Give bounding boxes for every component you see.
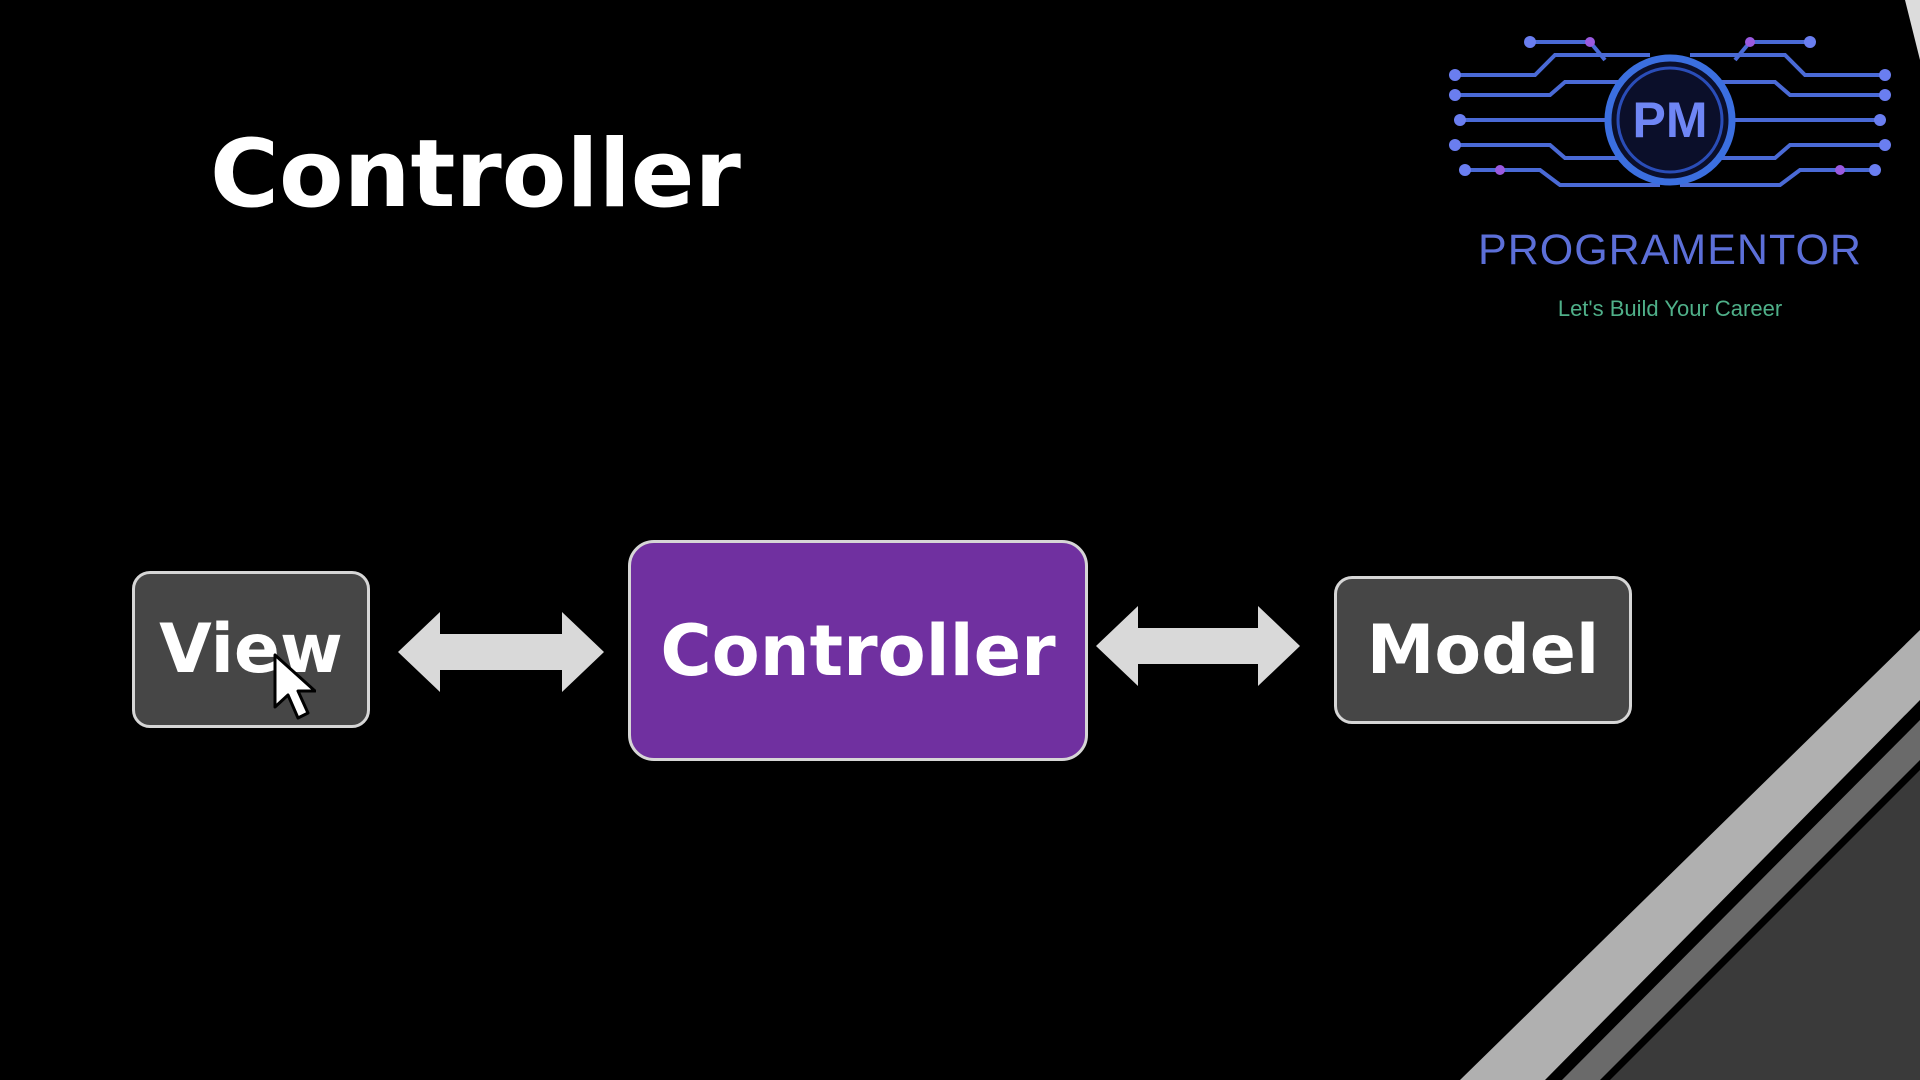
slide-title: Controller <box>210 120 741 229</box>
model-node: Model <box>1334 576 1632 724</box>
brand-name: PROGRAMENTOR <box>1478 226 1862 274</box>
svg-text:PM: PM <box>1633 92 1708 148</box>
brand-tagline: Let's Build Your Career <box>1557 296 1783 321</box>
double-arrow-icon <box>1096 606 1300 686</box>
brand-logo: PM PROGRAMENTOR Let's Build Your Career <box>1440 20 1900 330</box>
double-arrow-icon <box>398 612 604 692</box>
view-node: View <box>132 571 370 728</box>
mouse-pointer-icon <box>273 653 316 720</box>
pm-logo-icon: PM <box>1449 36 1891 187</box>
controller-node: Controller <box>628 540 1088 761</box>
